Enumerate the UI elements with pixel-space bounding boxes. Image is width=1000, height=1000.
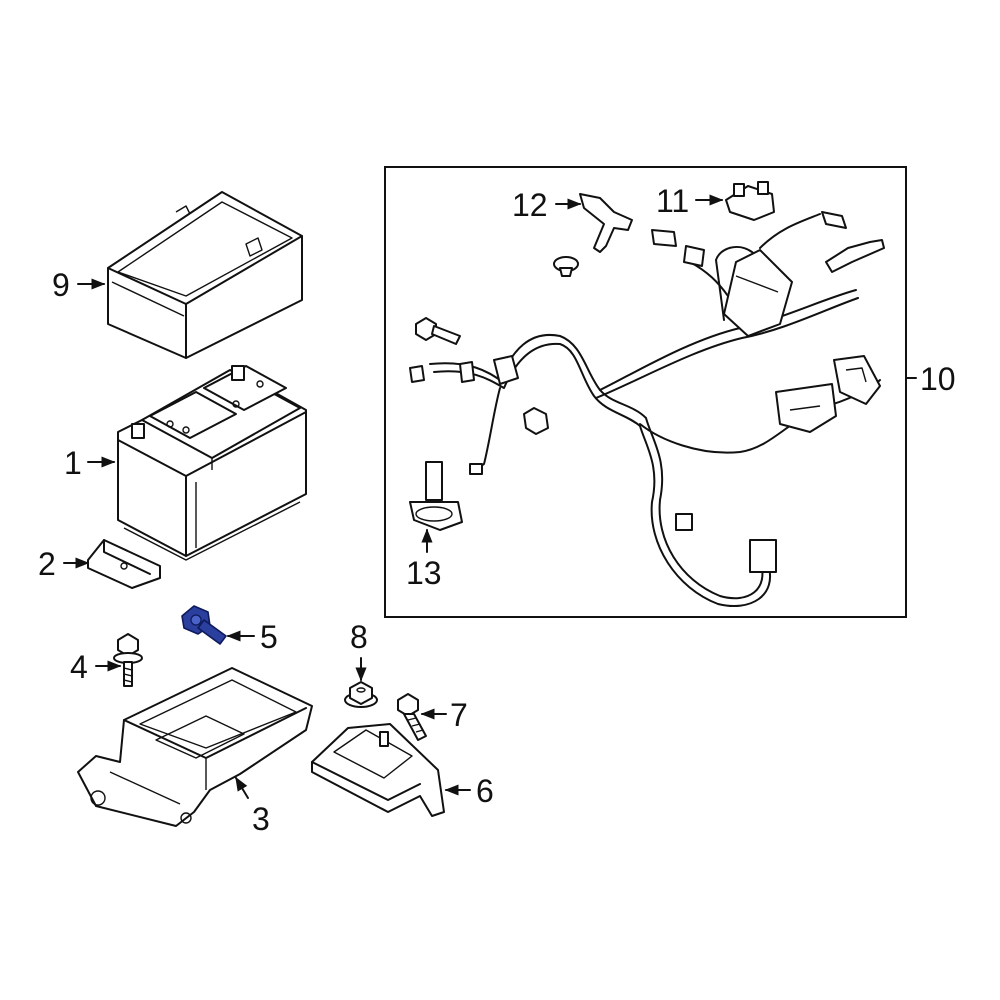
callout-12: 12: [512, 187, 548, 223]
part-7-bolt[interactable]: [397, 693, 427, 741]
part-11-terminal[interactable]: [725, 181, 775, 221]
part-3-battery-tray[interactable]: [77, 667, 313, 827]
part-5-bolt-highlighted[interactable]: [181, 605, 227, 645]
callout-4: 4: [70, 649, 88, 685]
callout-9: 9: [52, 267, 70, 303]
callout-7: 7: [450, 697, 468, 733]
harness-fasteners: [415, 239, 885, 435]
push-pin: [553, 256, 579, 277]
callout-1: 1: [64, 445, 82, 481]
part-1-battery[interactable]: [117, 365, 307, 561]
arrow-3: [235, 776, 249, 799]
callout-13: 13: [406, 555, 442, 591]
callout-11: 11: [656, 183, 689, 219]
callout-labels: 9 1 2 4 5 3 8 7 6 10 11 12 13: [38, 183, 956, 837]
part-12-clip[interactable]: [579, 193, 633, 253]
callout-3: 3: [252, 801, 270, 837]
callout-arrows: [63, 194, 917, 799]
callout-6: 6: [476, 773, 494, 809]
part-8-nut[interactable]: [344, 681, 378, 708]
callout-5: 5: [260, 619, 278, 655]
part-10-wiring-harness[interactable]: [409, 211, 881, 607]
part-2-hold-down[interactable]: [87, 539, 161, 589]
callout-2: 2: [38, 546, 56, 582]
callout-10: 10: [920, 361, 956, 397]
callout-8: 8: [350, 619, 368, 655]
part-13-connector[interactable]: [409, 461, 463, 531]
part-10-harness-frame: [384, 166, 907, 618]
part-9-battery-cover[interactable]: [107, 191, 303, 359]
part-6-bracket[interactable]: [311, 723, 445, 817]
part-4-bolt[interactable]: [113, 633, 143, 687]
